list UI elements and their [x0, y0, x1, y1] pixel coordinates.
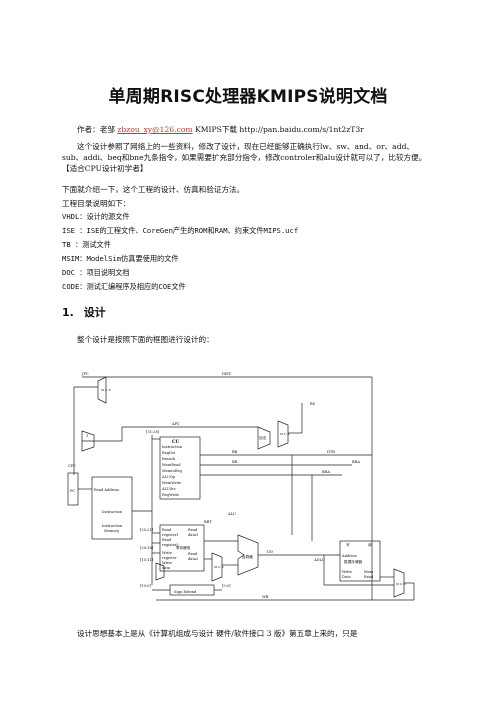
adder-name: 加法 — [259, 435, 267, 440]
signal-label: DTR — [327, 450, 335, 454]
signal-label: JPC — [81, 372, 89, 376]
memtoreg-mux — [393, 568, 405, 598]
cu-line: Instruction — [162, 445, 183, 449]
author-name: 作者：老邹 — [77, 125, 115, 134]
instruction-memory — [91, 476, 133, 540]
text-line: VHDL：设计的源文件 — [62, 212, 130, 221]
section-heading: 1. 设计 — [62, 304, 106, 320]
signal-label: BR — [232, 460, 238, 464]
cu-line: RegDst — [162, 451, 176, 455]
signal-label: ALU — [227, 512, 236, 516]
reg-port: Read — [162, 528, 172, 532]
reg-port: register2 — [162, 543, 179, 547]
block-label: Read Address — [94, 488, 119, 492]
branch-adder — [257, 426, 271, 450]
download-link[interactable]: KMIPS下载 http://pan.baidu.com/s/1nt2zT3r — [195, 125, 364, 134]
reg-port: data — [162, 566, 171, 570]
register-file — [159, 524, 205, 572]
block-label: Memory — [104, 529, 120, 533]
dm-label: 读 — [368, 542, 372, 547]
reg-port: data2 — [188, 557, 198, 561]
cu-title: CU — [172, 440, 179, 445]
mux-label: M U X — [101, 388, 112, 392]
text-line: 工程目录说明如下： — [62, 199, 131, 208]
reg-port: Read — [162, 538, 172, 542]
signal-label: CPC — [68, 464, 76, 468]
signal-label: [25:21] — [140, 528, 154, 532]
text-line: ISE ：ISE的工程文件、CoreGen产生的ROM和RAM、约束文件MIPS… — [62, 226, 299, 235]
regdst-mux — [155, 562, 165, 581]
text-line: CODE：测试汇编程序及相应的COE文件 — [62, 282, 186, 291]
cu-line: MemWrite — [162, 481, 181, 485]
dm-label: Write — [342, 570, 352, 574]
cu-line: MemRead — [162, 463, 181, 467]
section-intro: 整个设计是按照下面的框图进行设计的： — [77, 335, 214, 344]
pc-adder — [81, 430, 95, 452]
author-email-link[interactable]: zbzou_xy@126.com — [117, 125, 193, 134]
intro-paragraph: 这个设计参照了网络上的一些资料，修改了设计，现在已经能够正确执行lw、sw、an… — [62, 142, 427, 174]
footer-paragraph: 设计思想基本上是从《计算机组成与设计 硬件/软件接口 3 版》第五章上来的，只是 — [77, 629, 358, 638]
signal-label: BB — [232, 450, 238, 454]
alu-name: 运算器 — [242, 554, 253, 559]
signal-label: APC — [171, 422, 180, 426]
text-line: DOC ：项目说明文档 — [62, 268, 130, 277]
page-title: 单周期RISC处理器KMIPS说明文档 — [108, 87, 388, 107]
signal-label: ADLU — [313, 558, 325, 562]
signal-label: [5:0] — [222, 584, 231, 588]
author-line: 作者：老邹 zbzou_xy@126.com KMIPS下载 http://pa… — [77, 124, 477, 135]
block-label: Instruction — [102, 510, 123, 514]
alusrc-mux — [211, 552, 223, 582]
mux-label: M U X — [396, 582, 407, 586]
cu-line: ALUSrc — [161, 487, 176, 491]
block-label: PC — [70, 489, 75, 493]
cu-line: ALUOp — [161, 475, 176, 479]
control-unit — [159, 436, 201, 500]
dm-label: 写 — [346, 542, 350, 547]
signal-label: BRT — [204, 520, 212, 524]
signal-label: DO — [267, 550, 273, 554]
branch-mux — [277, 420, 289, 448]
processor-block-diagram: JPC DIPC APC CPC BS BB BR DTR BRA BRA AL… — [67, 372, 415, 601]
dm-label: Mem — [364, 570, 374, 574]
reg-port: data1 — [188, 533, 198, 537]
text-line: TB ：测试文件 — [62, 240, 111, 249]
reg-port: Write — [162, 561, 172, 565]
cu-line: MemtoReg — [162, 469, 183, 473]
data-memory — [339, 540, 381, 582]
reg-port: register1 — [162, 533, 179, 537]
signal-label: WB — [262, 595, 269, 599]
dm-label: Address — [341, 554, 357, 558]
reg-name: 寄存器堆 — [176, 545, 191, 550]
mux-label: M U X — [214, 565, 225, 569]
signal-label: BRA — [352, 460, 360, 464]
reg-port: Write — [162, 551, 172, 555]
cu-line: Branch — [162, 457, 176, 461]
dm-label: Data — [342, 575, 351, 579]
signal-label: [15:11] — [140, 558, 154, 562]
mux-label: M U X — [280, 432, 291, 436]
alu — [237, 534, 259, 576]
section-title: 设计 — [83, 306, 106, 319]
signal-label: BRA — [322, 470, 330, 474]
section-number: 1. — [62, 306, 74, 319]
signal-label: [20:16] — [140, 546, 154, 550]
signal-label: 1 — [86, 434, 88, 438]
signal-label: [15:0] — [140, 584, 151, 588]
signal-label: DIPC — [222, 372, 232, 376]
dm-label: 数据存储器 — [344, 559, 362, 564]
signal-label: [31:26] — [146, 430, 160, 434]
dm-label: Read — [364, 575, 374, 579]
text-line: MSIM：ModelSim仿真要使用的文件 — [62, 254, 179, 263]
cu-line: RegWrite — [162, 493, 179, 497]
text-line: 下面就介绍一下，这个工程的设计、仿真和验证方法。 — [62, 185, 245, 194]
signal-label: BS — [310, 402, 316, 406]
reg-port: register — [162, 556, 177, 560]
top-mux — [97, 376, 107, 404]
block-label: Instruction — [102, 524, 123, 528]
sign-extend-label: Sign Extend — [174, 590, 197, 594]
reg-port: Read — [188, 528, 198, 532]
reg-port: Read — [188, 552, 198, 556]
